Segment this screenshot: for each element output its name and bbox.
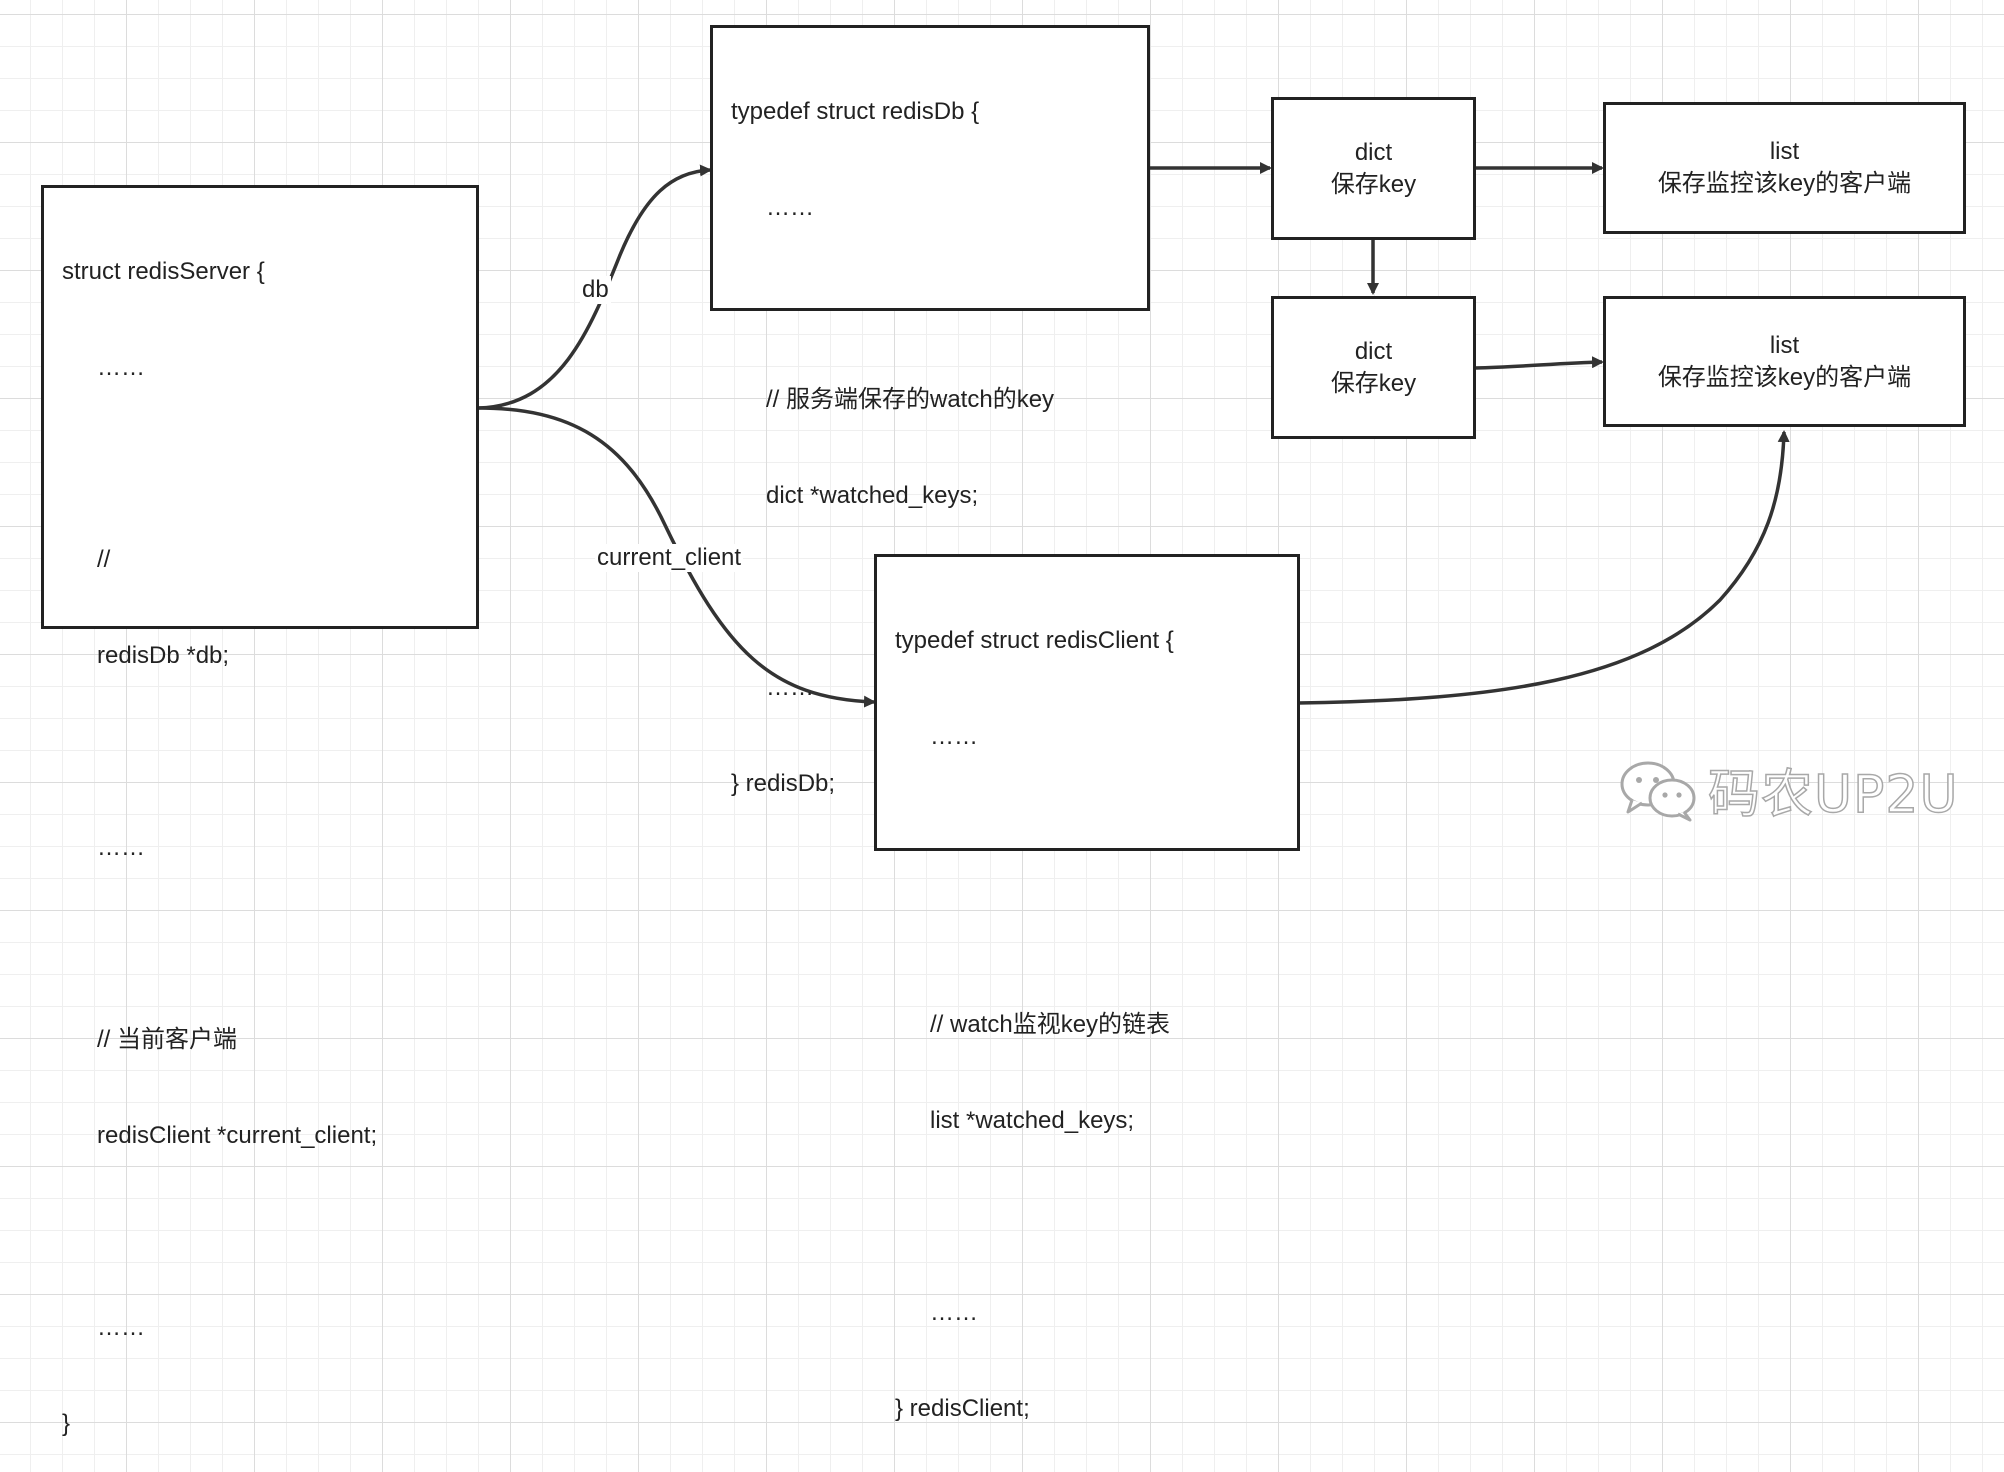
list-bottom-type: list [1769,331,1800,359]
db-edge [477,164,712,410]
code-line: …… [766,194,814,221]
list-top-desc: 保存监控该key的客户端 [1657,170,1912,197]
redis-server-box: struct redisServer { …… // redisDb *db; … [41,185,479,1437]
code-line: …… [97,1314,145,1341]
list-bottom-box: list 保存监控该key的客户端 [1603,296,1966,427]
dict-top-type: dict [1354,138,1393,166]
code-line [895,817,1297,849]
connector-layer [477,162,1790,708]
list-top-box: list 保存监控该key的客户端 [1603,102,1966,234]
code-line: …… [97,834,145,861]
watermark: 码农UP2U [1618,752,1959,827]
code-line: } redisClient; [895,1395,1030,1422]
watermark-text: 码农UP2U [1707,764,1959,826]
current-client-edge-label: current_client [595,544,744,572]
code-line: // watch监视key的链表 [930,1011,1171,1038]
code-line: } redisDb; [731,770,836,797]
code-line: …… [766,674,814,701]
dict-bottom-box: dict 保存key [1271,296,1476,439]
code-line: // 服务端保存的watch的key [766,386,1055,413]
redisclient-to-list-bottom-edge [1297,430,1790,705]
redis-client-box: typedef struct redisClient { …… // watch… [874,554,1300,1422]
dict-bottom-to-list-bottom-arrow [1474,356,1604,370]
code-line: redisDb *db; [97,642,230,669]
code-line [62,448,476,480]
code-line [895,1201,1297,1233]
code-line: typedef struct redisDb { [731,98,980,125]
code-line: list *watched_keys; [930,1107,1135,1134]
code-line [895,913,1297,945]
code-line: redisClient *current_client; [97,1122,378,1149]
code-line: …… [97,354,145,381]
code-line [62,928,476,960]
dict-top-desc: 保存key [1330,170,1417,198]
code-line: struct redisServer { [62,258,265,285]
code-line: …… [930,1299,978,1326]
wechat-icon [1620,761,1696,821]
code-line: // 当前客户端 [97,1026,238,1053]
list-bottom-desc: 保存监控该key的客户端 [1657,363,1912,391]
dict-bottom-type: dict [1354,337,1393,365]
code-line: dict *watched_keys; [766,482,979,509]
list-top-type: list [1769,138,1800,165]
dict-top-box: dict 保存key [1271,97,1476,240]
redis-db-box: typedef struct redisDb { …… // 服务端保存的wat… [710,25,1150,797]
dict-bottom-desc: 保存key [1330,369,1417,397]
code-line: // [97,546,111,573]
code-line: } [62,1410,71,1437]
code-line [62,736,476,768]
current-client-edge [477,406,876,708]
code-line: …… [930,723,978,750]
db-edge-label: db [580,276,611,304]
code-line [731,288,1147,320]
code-line: typedef struct redisClient { [895,627,1174,654]
code-line [62,1216,476,1248]
